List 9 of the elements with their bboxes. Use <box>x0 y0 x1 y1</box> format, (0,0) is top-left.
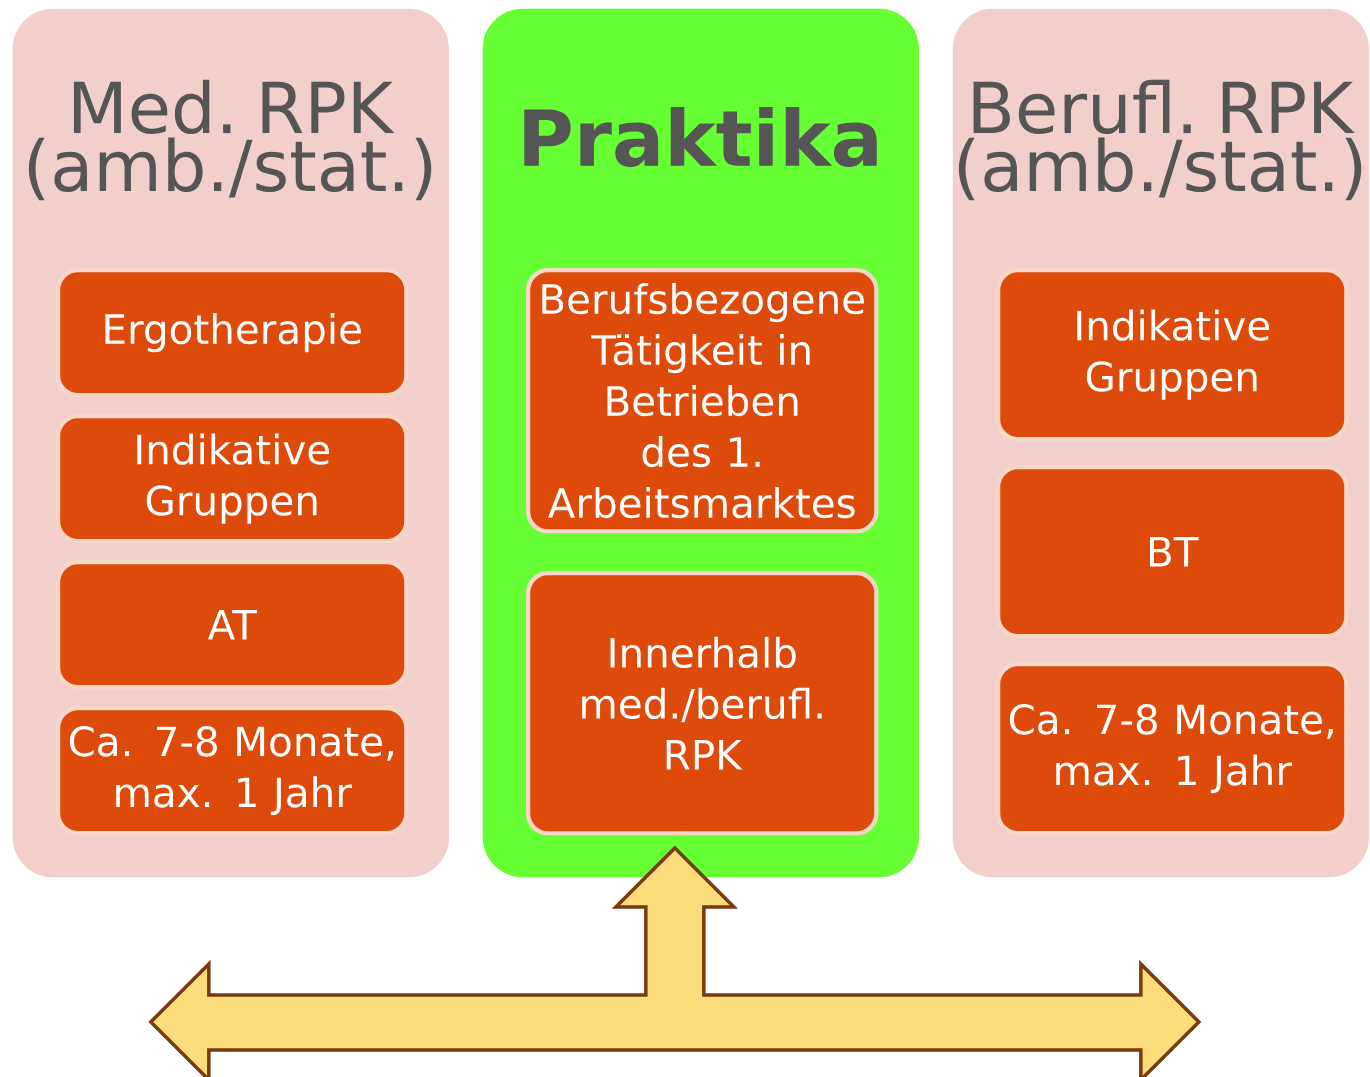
text-box: Ca. 7-8 Monate, max. 1 Jahr <box>56 706 409 836</box>
text-box: Ergotherapie <box>56 268 409 398</box>
text-box: Innerhalb med./berufl. RPK <box>526 571 879 836</box>
text-box: Ca. 7-8 Monate, max. 1 Jahr <box>996 662 1349 836</box>
text-box: Berufsbezogene Tätigkeit in Betrieben des 1. Arbeitsmarktes <box>526 268 879 534</box>
text-box: Indikative Gruppen <box>56 413 409 544</box>
text-box: Indikative Gruppen <box>996 268 1349 442</box>
text-box: BT <box>996 464 1349 639</box>
text-box: AT <box>56 560 409 690</box>
